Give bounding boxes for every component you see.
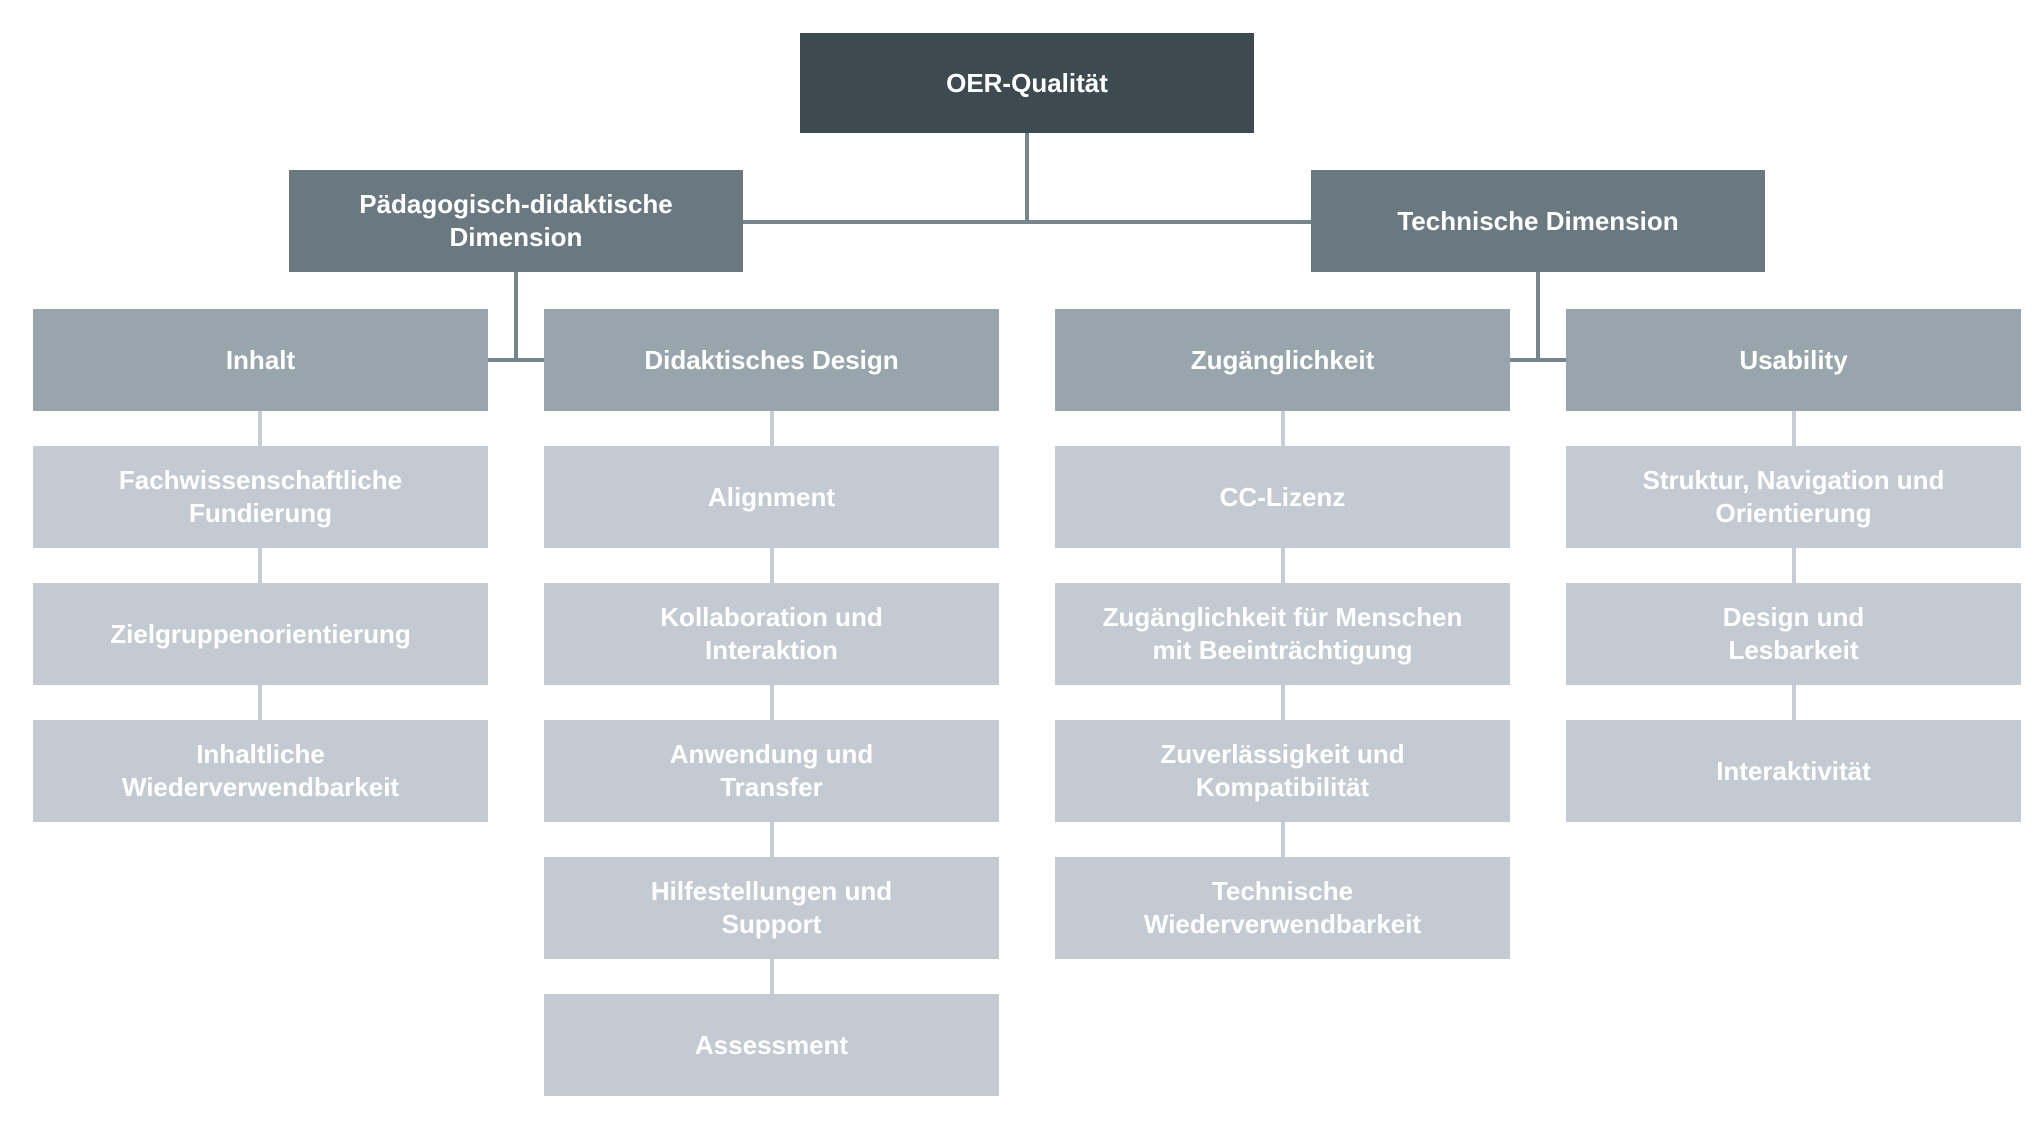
node-design-und-lesbarkeit: Design und Lesbarkeit: [1566, 583, 2021, 685]
node-struktur-navigation-und-orientierung: Struktur, Navigation und Orientierung: [1566, 446, 2021, 548]
node-paedagogisch-didaktische-dimension: Pädagogisch-didaktische Dimension: [289, 170, 743, 272]
connector-dimension-2-vertical: [1536, 272, 1540, 362]
node-kollaboration-und-interaktion: Kollaboration und Interaktion: [544, 583, 999, 685]
node-interaktivitaet: Interaktivität: [1566, 720, 2021, 822]
node-assessment: Assessment: [544, 994, 999, 1096]
node-inhalt: Inhalt: [33, 309, 488, 411]
connector-dimensions-horizontal: [743, 220, 1311, 224]
node-technische-wiederverwendbarkeit: Technische Wiederverwendbarkeit: [1055, 857, 1510, 959]
node-zugaenglichkeit-fuer-menschen-mit-beeintraechtigung: Zugänglichkeit für Menschen mit Beeinträ…: [1055, 583, 1510, 685]
node-usability: Usability: [1566, 309, 2021, 411]
node-anwendung-und-transfer: Anwendung und Transfer: [544, 720, 999, 822]
node-fachwissenschaftliche-fundierung: Fachwissenschaftliche Fundierung: [33, 446, 488, 548]
node-alignment: Alignment: [544, 446, 999, 548]
connector-root-vertical: [1025, 133, 1029, 224]
connector-stack-inhalt: [258, 411, 262, 720]
node-zugaenglichkeit: Zugänglichkeit: [1055, 309, 1510, 411]
node-cc-lizenz: CC-Lizenz: [1055, 446, 1510, 548]
connector-dimension-1-vertical: [514, 272, 518, 362]
node-inhaltliche-wiederverwendbarkeit: Inhaltliche Wiederverwendbarkeit: [33, 720, 488, 822]
connector-stack-didaktisches-design: [770, 411, 774, 994]
node-zielgruppenorientierung: Zielgruppenorientierung: [33, 583, 488, 685]
node-didaktisches-design: Didaktisches Design: [544, 309, 999, 411]
connector-stack-usability: [1792, 411, 1796, 720]
node-hilfestellungen-und-support: Hilfestellungen und Support: [544, 857, 999, 959]
node-technische-dimension: Technische Dimension: [1311, 170, 1765, 272]
connector-dimension-1-horizontal: [488, 358, 544, 362]
connector-dimension-2-horizontal: [1510, 358, 1566, 362]
node-zuverlaessigkeit-und-kompatibilitaet: Zuverlässigkeit und Kompatibilität: [1055, 720, 1510, 822]
node-oer-qualitaet: OER-Qualität: [800, 33, 1254, 133]
